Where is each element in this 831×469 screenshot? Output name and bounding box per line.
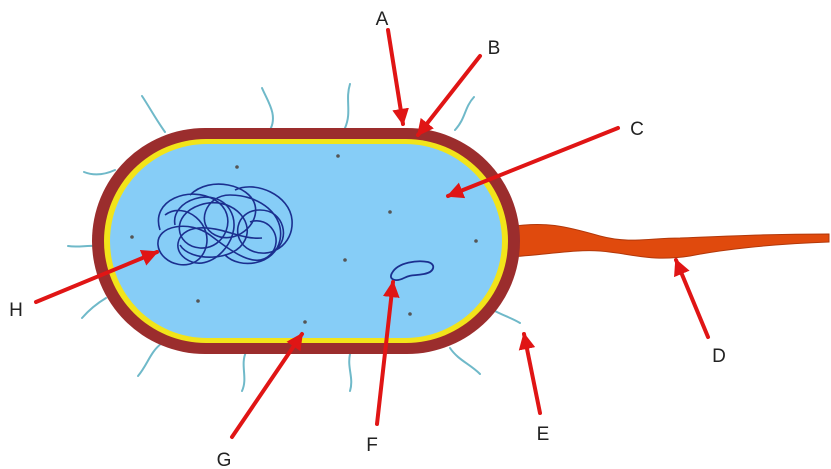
pilus [450,348,480,374]
label-c: C [630,119,644,140]
label-g: G [217,450,232,469]
pilus [345,84,350,128]
arrow-b [418,56,480,135]
ribosome [336,154,340,158]
pilus [455,97,474,130]
pilus [82,298,106,318]
arrow-e [524,334,540,413]
ribosome [303,320,307,324]
label-h: H [9,300,23,321]
ribosome [343,258,347,262]
ribosome [235,165,239,169]
pilus [242,352,246,391]
pilus [84,170,115,174]
pilus [142,96,165,132]
ribosome [408,312,412,316]
ribosome [474,239,478,243]
ribosome [130,235,134,239]
pilus [349,354,351,391]
label-f: F [366,435,378,456]
label-b: B [488,38,501,59]
pilus [262,88,273,130]
arrow-a [388,30,403,124]
arrow-d [676,260,708,337]
flagellum [508,224,829,258]
label-e: E [537,424,550,445]
ribosome [196,299,200,303]
pilus [138,343,162,376]
label-d: D [712,346,726,367]
label-a: A [376,9,389,30]
ribosome [388,210,392,214]
pilus [493,310,520,323]
cytoplasm [110,144,502,338]
